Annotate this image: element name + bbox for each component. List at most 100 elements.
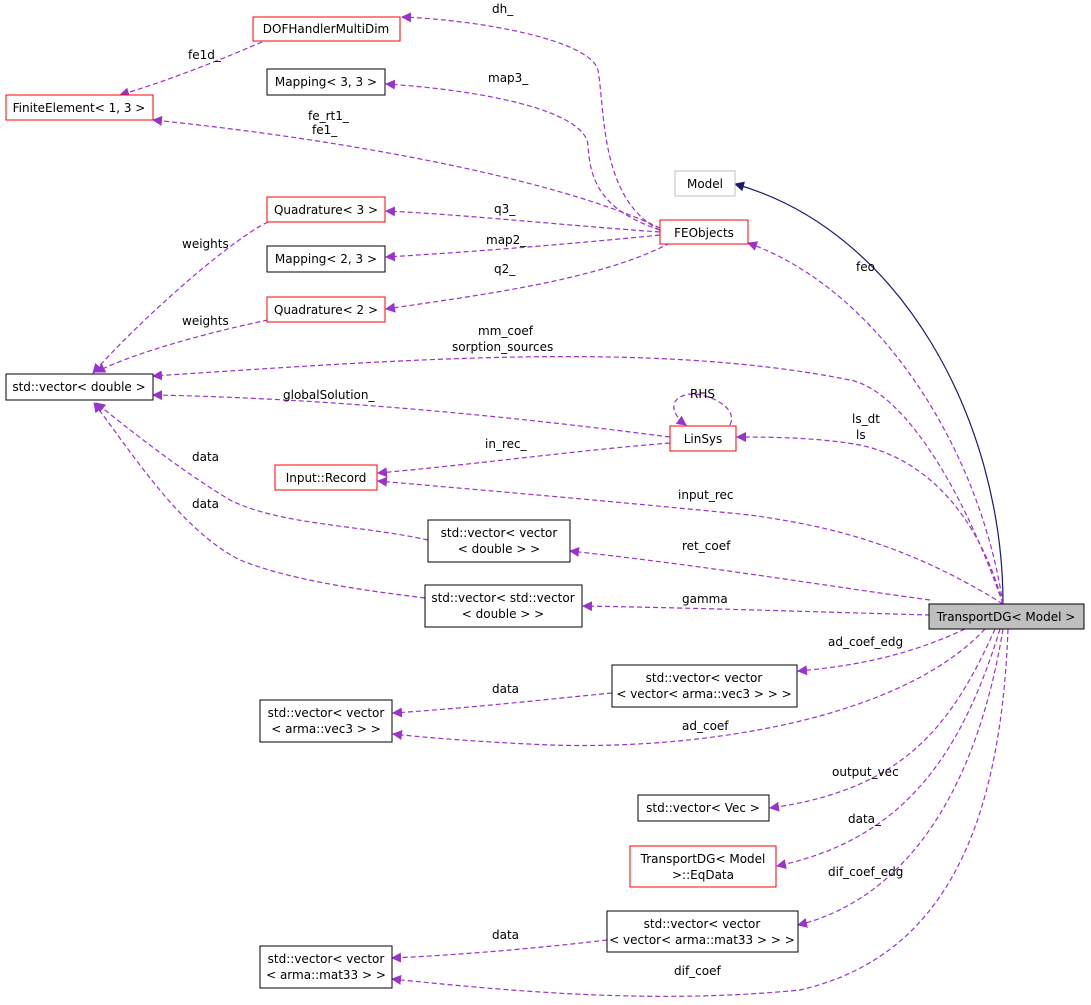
node-finiteelement-label: FiniteElement< 1, 3 > [13, 101, 146, 115]
edge-model-inheritance [734, 181, 1004, 605]
edge-data-vsvd [93, 402, 426, 599]
edge-dif-coef-edg [797, 628, 1004, 928]
node-linsys-label: LinSys [684, 432, 723, 446]
node-vec-vec-mat33[interactable]: std::vector< vector < arma::mat33 > > [259, 945, 393, 989]
edge-in-rec [377, 442, 671, 478]
node-eqdata-line2: >::EqData [672, 868, 734, 882]
edge-label-data-vvd: data [192, 450, 219, 464]
edge-label-rhs: RHS [690, 387, 715, 401]
edge-label-q2: q2_ [494, 262, 516, 276]
node-vec-vec-double[interactable]: std::vector< vector < double > > [427, 519, 571, 563]
edge-data-eq [776, 628, 1001, 870]
edge-label-data-eq: data_ [848, 812, 882, 826]
node-quadrature3[interactable]: Quadrature< 3 > [266, 196, 386, 223]
edge-output-vec [769, 628, 996, 812]
node-quadrature2[interactable]: Quadrature< 2 > [266, 296, 386, 323]
node-vec-vec-vec-mat33-line1: std::vector< vector [644, 917, 761, 931]
node-mapping33[interactable]: Mapping< 3, 3 > [266, 68, 386, 96]
nodes: DOFHandlerMultiDim Mapping< 3, 3 > Finit… [5, 16, 1085, 989]
edge-weights-q2 [95, 319, 269, 373]
edge-label-ls-dt: ls_dt [852, 412, 880, 426]
edge-label-fe1d: fe1d_ [188, 48, 222, 62]
edge-label-feo: feo [856, 260, 875, 274]
edge-labels: dh_ fe1d_ map3_ fe_rt1_ fe1_ q3_ map2_ q… [182, 2, 903, 978]
node-linsys[interactable]: LinSys [669, 425, 737, 452]
edge-ad-coef-edg [797, 628, 966, 676]
edge-label-mm-coef: mm_coef [478, 324, 534, 338]
node-transportdg[interactable]: TransportDG< Model > [928, 603, 1085, 630]
edge-label-ad-coef: ad_coef [682, 719, 729, 733]
node-dofhandler[interactable]: DOFHandlerMultiDim [252, 16, 401, 42]
edge-weights-q3 [92, 221, 269, 374]
node-dofhandler-label: DOFHandlerMultiDim [263, 22, 389, 36]
edge-label-map2: map2_ [486, 233, 527, 247]
node-model[interactable]: Model [674, 170, 736, 197]
edge-dif-coef [391, 628, 1009, 997]
edge-label-data-vec3: data [492, 682, 519, 696]
node-vec-vec-vec-vec3[interactable]: std::vector< vector < vector< arma::vec3… [611, 664, 798, 708]
node-vec-vec-vec3[interactable]: std::vector< vector < arma::vec3 > > [259, 699, 393, 743]
edge-label-in-rec: in_rec_ [485, 437, 528, 451]
node-eqdata-line1: TransportDG< Model [640, 852, 766, 866]
node-feobjects[interactable]: FEObjects [659, 219, 749, 245]
edge-label-gamma: gamma [682, 592, 728, 606]
node-mapping23-label: Mapping< 2, 3 > [275, 252, 377, 266]
edge-map2 [385, 234, 661, 262]
node-quadrature3-label: Quadrature< 3 > [274, 203, 378, 217]
node-input-record-label: Input::Record [286, 471, 367, 485]
edge-label-ls: ls [856, 428, 866, 442]
edge-map3 [385, 79, 661, 231]
node-vector-double-label: std::vector< double > [12, 380, 145, 394]
node-mapping23[interactable]: Mapping< 2, 3 > [266, 245, 386, 273]
edge-label-input-rec: input_rec [678, 488, 734, 502]
edge-label-global-solution: globalSolution_ [283, 388, 375, 402]
node-quadrature2-label: Quadrature< 2 > [274, 303, 378, 317]
edge-fe-rt1 [152, 115, 661, 229]
node-model-label: Model [687, 177, 723, 191]
node-vec-stdvec-double[interactable]: std::vector< std::vector < double > > [424, 584, 583, 628]
edge-label-sorption-sources: sorption_sources [452, 340, 553, 354]
edge-data-vec3 [392, 692, 613, 718]
edge-ad-coef [392, 628, 986, 747]
edge-label-output-vec: output_vec [832, 765, 899, 779]
node-mapping33-label: Mapping< 3, 3 > [275, 75, 377, 89]
node-vec-vec-double-line1: std::vector< vector [441, 526, 558, 540]
node-vec-vec-double-line2: < double > > [458, 542, 541, 556]
edge-label-q3: q3_ [494, 202, 516, 216]
node-vec-vec-vec-vec3-line1: std::vector< vector [646, 671, 763, 685]
node-vec-vec-vec-mat33-line2: < vector< arma::mat33 > > > [609, 933, 795, 947]
edge-label-map3: map3_ [488, 71, 529, 85]
node-feobjects-label: FEObjects [674, 226, 734, 240]
edge-label-weights-q2: weights [182, 314, 229, 328]
node-vector-double[interactable]: std::vector< double > [5, 373, 154, 401]
edge-ls [736, 432, 1004, 605]
edge-global-solution [152, 390, 671, 438]
edge-input-rec [377, 476, 1004, 605]
node-transportdg-label: TransportDG< Model > [936, 610, 1076, 624]
edge-label-data-mat33: data [492, 928, 519, 942]
edge-ret-coef [569, 546, 931, 601]
edge-label-dif-coef-edg: dif_coef_edg [828, 865, 903, 879]
node-vec-vec-vec-vec3-line2: < vector< arma::vec3 > > > [616, 687, 791, 701]
node-vector-vec[interactable]: std::vector< Vec > [637, 794, 770, 822]
edge-label-dh: dh_ [492, 2, 514, 16]
edge-mm-coef [152, 356, 1004, 605]
node-vec-vec-vec-mat33[interactable]: std::vector< vector < vector< arma::mat3… [606, 910, 799, 953]
node-input-record[interactable]: Input::Record [274, 464, 378, 491]
node-finiteelement[interactable]: FiniteElement< 1, 3 > [5, 94, 154, 121]
edges [92, 12, 1009, 997]
node-vec-stdvec-double-line1: std::vector< std::vector [431, 591, 574, 605]
node-vector-vec-label: std::vector< Vec > [646, 801, 760, 815]
edge-rhs [673, 393, 733, 426]
node-vec-vec-mat33-line2: < arma::mat33 > > [266, 968, 386, 982]
edge-label-data-vsvd: data [192, 497, 219, 511]
edge-dh [401, 12, 661, 231]
edge-label-weights-q3: weights [182, 237, 229, 251]
edge-label-ad-coef-edg: ad_coef_edg [828, 635, 903, 649]
edge-label-dif-coef: dif_coef [674, 964, 721, 978]
node-eqdata[interactable]: TransportDG< Model >::EqData [629, 845, 777, 888]
edge-feo [747, 241, 1004, 605]
edge-data-mat33 [391, 939, 608, 963]
edge-label-ret-coef: ret_coef [682, 539, 731, 553]
